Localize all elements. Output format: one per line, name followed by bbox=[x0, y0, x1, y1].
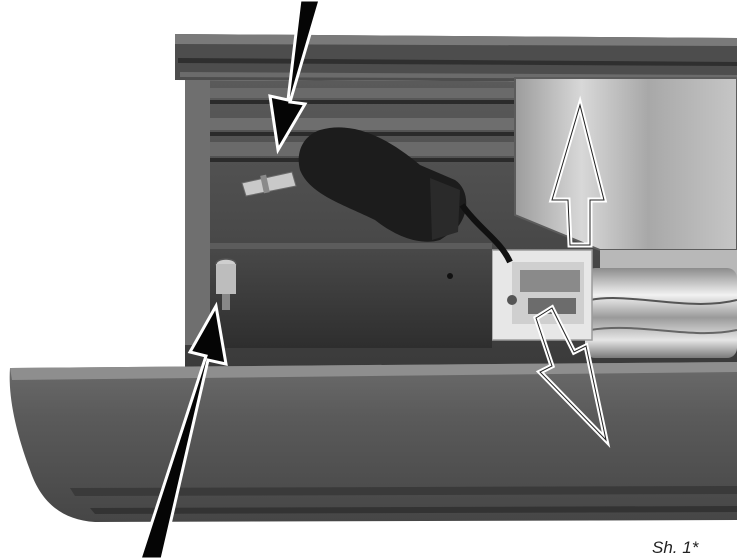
bracket-plate bbox=[210, 243, 492, 348]
housing-front-cover bbox=[9, 362, 737, 522]
hollow-white-arrow-icon bbox=[548, 95, 608, 248]
reflector bbox=[514, 77, 737, 251]
black-arrow-icon bbox=[268, 0, 322, 155]
hollow-white-arrow-icon bbox=[533, 304, 611, 448]
housing-top-rail bbox=[175, 34, 737, 82]
lamp-end-holder bbox=[491, 249, 593, 341]
black-arrow-icon bbox=[138, 301, 228, 559]
uv-lamp-tube bbox=[585, 268, 737, 358]
receptacle-socket bbox=[215, 258, 237, 310]
connector-plug bbox=[298, 127, 513, 264]
figure-caption: Sh. 1* bbox=[652, 538, 699, 557]
housing-side-wall bbox=[185, 80, 210, 345]
connector-pin bbox=[241, 171, 297, 197]
